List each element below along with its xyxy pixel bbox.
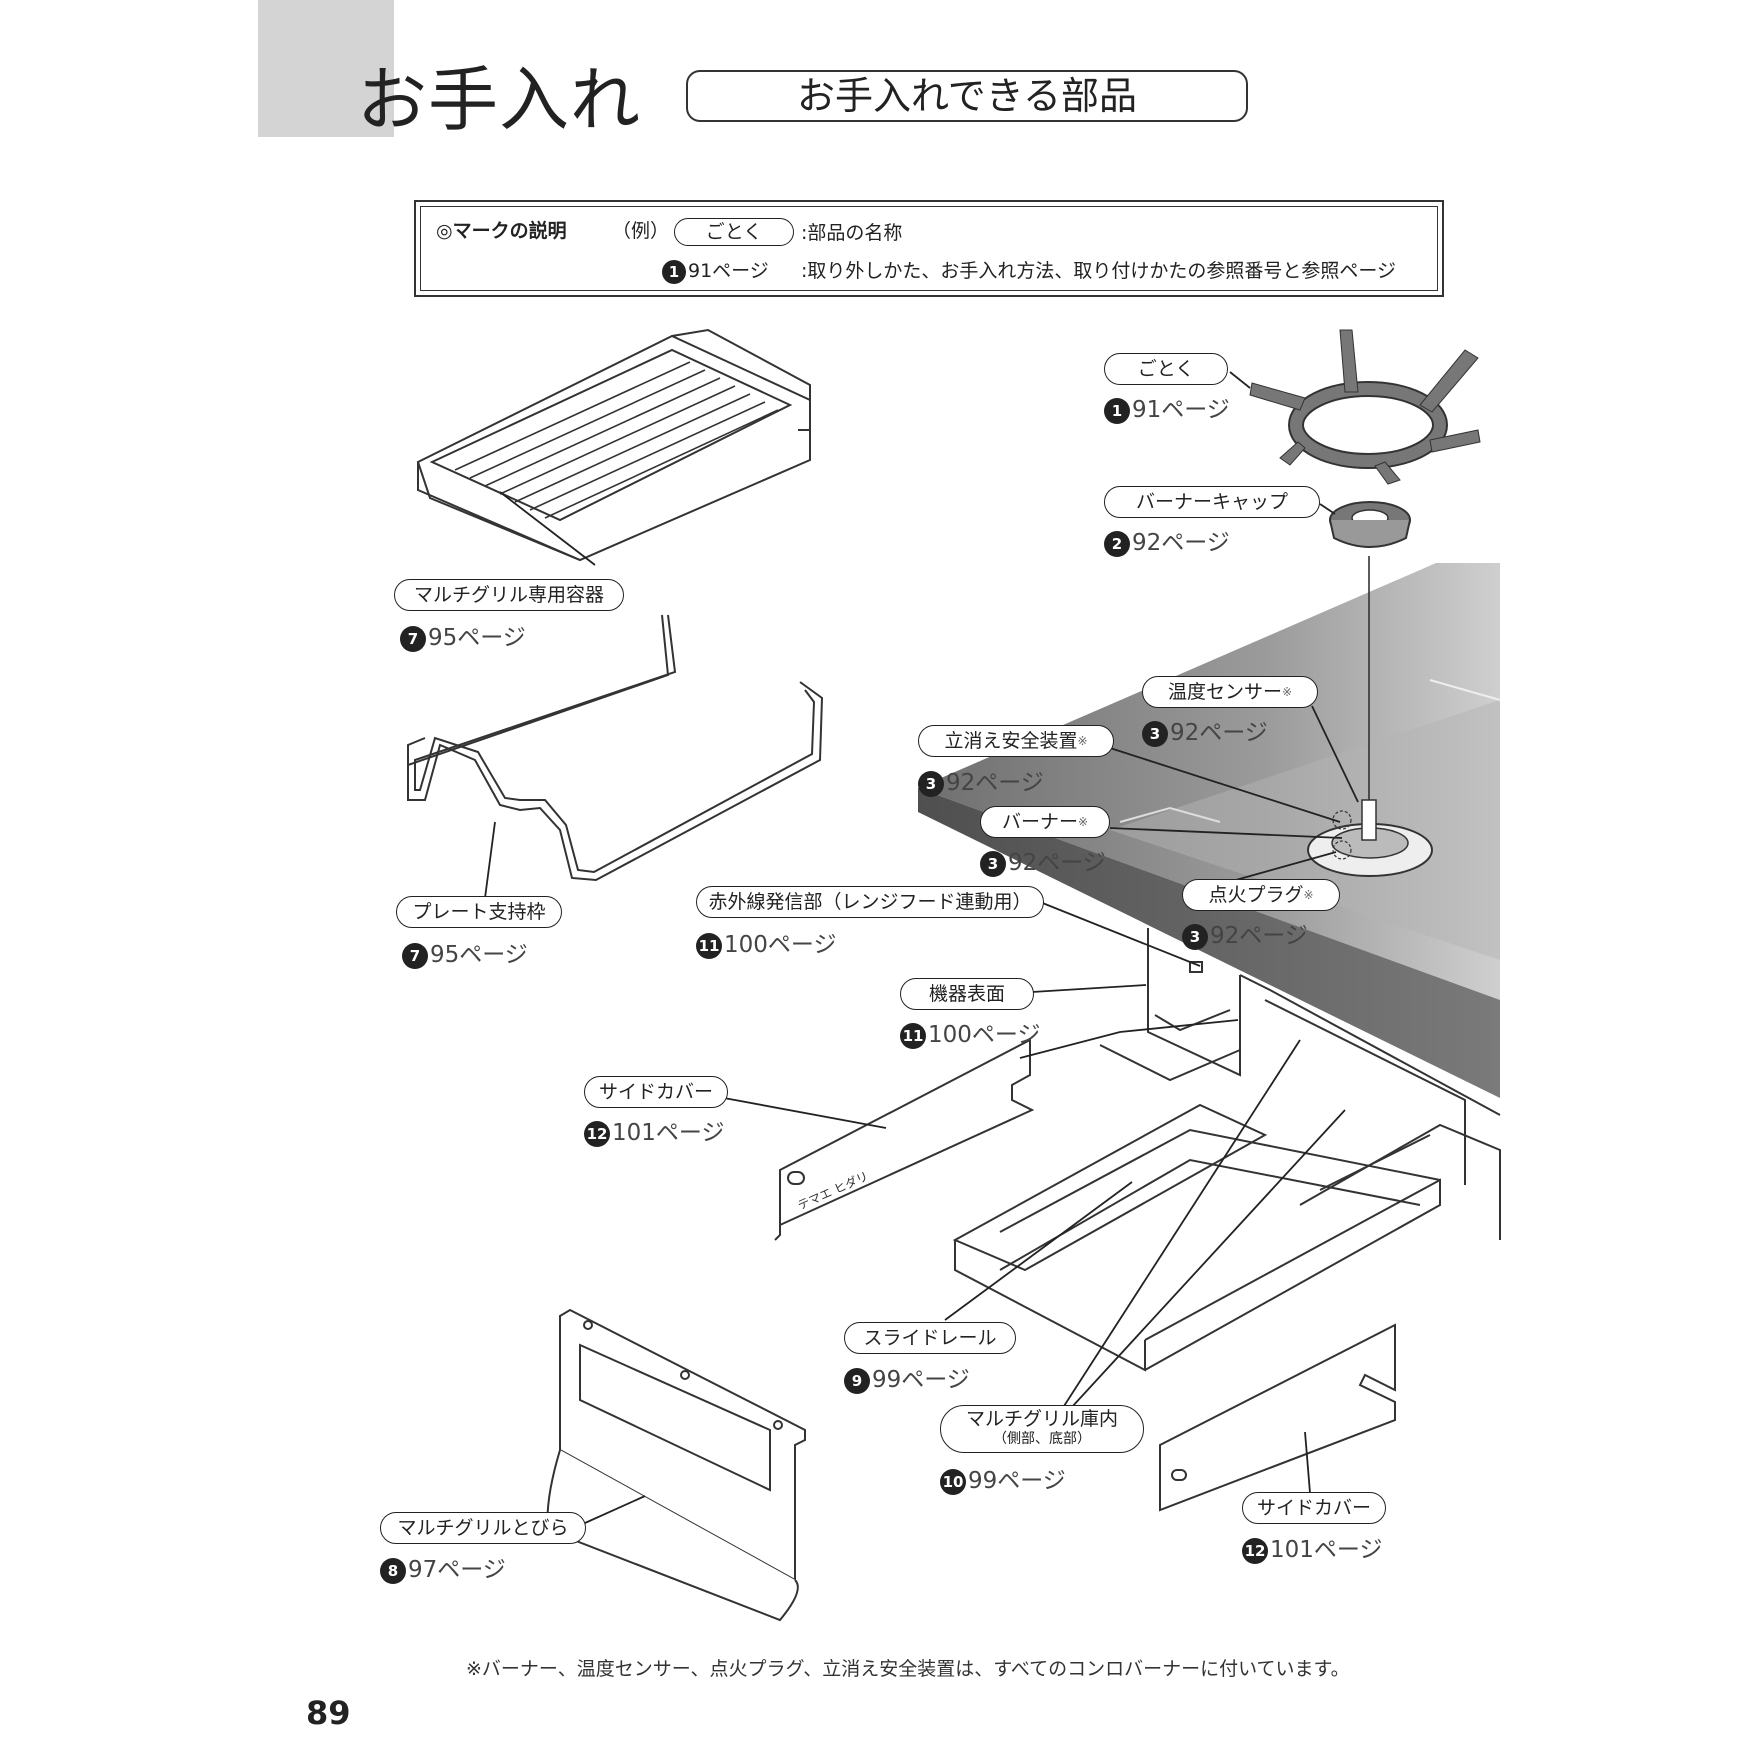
part-label-plate-frame: プレート支持枠 [396,896,562,928]
page-number: 89 [306,1694,351,1732]
ref-page: 99ページ [968,1468,1066,1494]
note-mark: ※ [1077,815,1089,829]
ref-number-badge: 9 [844,1367,870,1394]
ref-number-badge: 11 [696,932,722,959]
plate-frame-drawing [407,614,824,882]
legend-ref-desc: :取り外しかた、お手入れ方法、取り付けかたの参照番号と参照ページ [801,260,1397,282]
section-tab-background [258,0,394,137]
part-label-safety-device: 立消え安全装置※ [918,725,1114,757]
ref-number-badge: 11 [900,1022,926,1049]
ref-number-badge: 8 [380,1557,406,1584]
side-cover-left-drawing: テマエ ヒダリ [774,1038,1035,1241]
part-label-burner-cap: バーナーキャップ [1104,486,1320,518]
gotoku-drawing [1249,329,1481,485]
legend-title: ◎マークの説明 [436,220,567,242]
grill-door-drawing [546,1308,806,1622]
legend-example-label: （例） [612,220,670,242]
ref-page: 92ページ [1170,720,1268,746]
part-label-burner: バーナー※ [980,806,1110,838]
part-sub-label: （側部、底部） [993,1431,1091,1447]
legend-example-page: 91ページ [688,260,769,282]
countertop-drawing [918,563,1501,1098]
ref-page: 100ページ [928,1022,1041,1048]
legend-example-part: ごとく [674,218,794,246]
ref-number-badge: 12 [584,1120,610,1147]
part-label-infrared: 赤外線発信部（レンジフード連動用） [696,886,1044,918]
part-label-grill-interior: マルチグリル庫内（側部、底部） [940,1405,1144,1453]
ref-number-badge: 3 [980,850,1006,877]
ref-page: 91ページ [1132,397,1230,423]
ref-page: 99ページ [872,1367,970,1393]
page-subtitle: お手入れできる部品 [686,70,1248,122]
ref-page: 101ページ [1270,1537,1383,1563]
part-label-side-cover-left: サイドカバー [584,1076,728,1108]
legend-inner-border [420,206,1438,291]
ref-number-badge: 12 [1242,1537,1268,1564]
ref-page: 101ページ [612,1120,725,1146]
part-name: 立消え安全装置 [944,730,1078,752]
ref-page: 95ページ [430,942,528,968]
leader-lines [484,371,1359,1524]
part-name: バーナー [1001,811,1078,833]
ref-page: 92ページ [1132,530,1230,556]
ref-number-badge: 1 [1104,397,1130,424]
ref-number-badge: 7 [402,942,428,969]
footnote: ※バーナー、温度センサー、点火プラグ、立消え安全装置は、すべてのコンロバーナーに… [466,1658,1350,1680]
part-name: 温度センサー [1167,681,1282,703]
part-label-ignition-plug: 点火プラグ※ [1182,879,1340,911]
part-name: マルチグリル庫内 [965,1408,1118,1430]
ref-page: 92ページ [946,770,1044,796]
ref-page: 92ページ [1008,850,1106,876]
grill-container-drawing [416,328,811,562]
part-label-grill-door: マルチグリルとびら [380,1512,586,1544]
ref-number-badge: 7 [400,625,426,652]
ref-number-badge: 3 [918,770,944,797]
part-label-slide-rail: スライドレール [844,1322,1016,1354]
note-mark: ※ [1281,685,1293,699]
legend-part-desc: :部品の名称 [801,222,903,244]
part-label-temp-sensor: 温度センサー※ [1142,676,1318,708]
note-mark: ※ [1303,888,1314,902]
ref-page: 95ページ [428,625,526,651]
side-cover-right-drawing [1159,1323,1396,1512]
ref-number-badge: 3 [1142,720,1168,747]
part-name: 点火プラグ [1208,884,1304,906]
ref-page: 100ページ [724,932,837,958]
part-label-device-surface: 機器表面 [900,978,1034,1010]
part-label-side-cover-right: サイドカバー [1242,1492,1386,1524]
ref-number-badge: 2 [1104,530,1130,557]
note-mark: ※ [1077,734,1088,748]
section-title: お手入れ [357,59,641,141]
part-label-grill-container: マルチグリル専用容器 [394,579,624,611]
part-label-gotoku: ごとく [1104,353,1228,385]
legend-example-num: 1 [662,259,686,284]
ref-number-badge: 10 [940,1468,966,1495]
ref-page: 97ページ [408,1557,506,1583]
ref-page: 92ページ [1210,923,1308,949]
burner-cap-drawing [1329,501,1411,548]
ref-number-badge: 3 [1182,923,1208,950]
